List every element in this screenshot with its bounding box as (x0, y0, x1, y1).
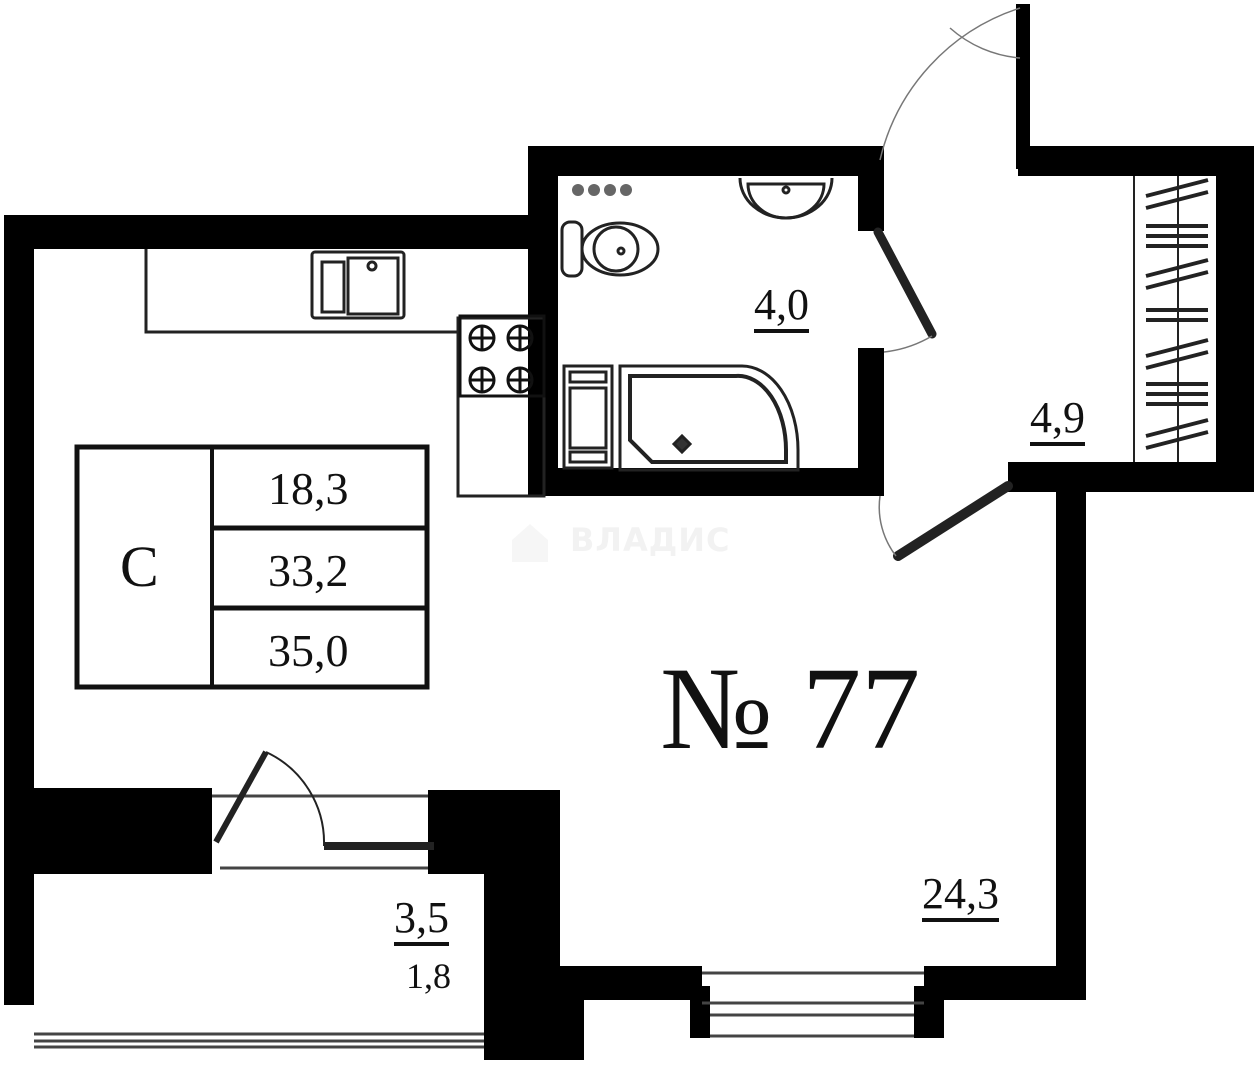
bathtub-icon (618, 364, 800, 472)
door-balcony[interactable] (213, 750, 434, 850)
walls (4, 4, 1254, 1060)
watermark-logo (512, 524, 548, 562)
bathroom-area: 4,0 (754, 283, 809, 333)
kitchen-counter (144, 249, 546, 498)
table-total-area: 33,2 (268, 545, 349, 596)
table-type-label: С (120, 534, 159, 599)
apartment-number: № 77 (660, 643, 921, 774)
wardrobe-icon (1133, 176, 1209, 462)
door-bathroom[interactable] (873, 227, 937, 353)
hallway-area: 4,9 (1030, 396, 1085, 446)
living-area: 24,3 (922, 872, 999, 922)
balcony-area: 3,5 (394, 896, 449, 946)
door-entry[interactable] (879, 7, 1021, 161)
kitchen-sink-icon (310, 250, 406, 320)
table-living-area: 18,3 (268, 463, 349, 514)
washbasin-icon (738, 177, 834, 220)
balcony-reduced-area: 1,8 (406, 956, 451, 996)
toilet-icon (560, 220, 660, 278)
table-total-with-balcony: 35,0 (268, 625, 349, 676)
radiator-dots-icon (572, 184, 632, 196)
washing-machine-icon (562, 364, 614, 470)
stove-icon (458, 314, 546, 398)
door-living[interactable] (878, 481, 1013, 561)
area-summary-table (74, 444, 430, 690)
windows (34, 794, 924, 1049)
watermark-text: ВЛАДИС (570, 521, 731, 559)
